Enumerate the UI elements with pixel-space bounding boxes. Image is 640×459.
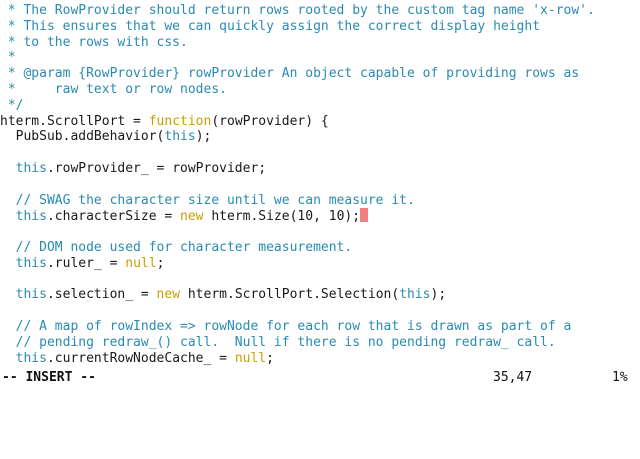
cursor-position: 35,47 bbox=[493, 370, 533, 385]
code-line[interactable]: * @param {RowProvider} rowProvider An ob… bbox=[0, 66, 640, 82]
code-text: hterm.ScrollPort.Selection( bbox=[180, 287, 400, 303]
code-comment: * bbox=[0, 50, 16, 66]
code-text: hterm.ScrollPort = bbox=[0, 113, 149, 129]
code-line[interactable]: // DOM node used for character measureme… bbox=[0, 240, 640, 256]
code-comment: // A map of rowIndex => rowNode for each… bbox=[0, 318, 572, 334]
code-line[interactable] bbox=[0, 177, 640, 193]
code-text: ; bbox=[156, 255, 165, 271]
status-line: -- INSERT -- 35,47 1% bbox=[0, 369, 640, 387]
code-line[interactable]: // SWAG the character size until we can … bbox=[0, 193, 640, 209]
code-line[interactable]: this.characterSize = new hterm.Size(10, … bbox=[0, 208, 640, 224]
code-line[interactable]: this.ruler_ = null; bbox=[0, 256, 640, 272]
code-comment: * raw text or row nodes. bbox=[0, 81, 227, 97]
code-comment: * The RowProvider should return rows roo… bbox=[0, 3, 595, 18]
code-line[interactable] bbox=[0, 145, 640, 161]
code-text: ); bbox=[430, 287, 447, 303]
code-editor[interactable]: * The RowProvider should return rows roo… bbox=[0, 0, 640, 400]
code-line[interactable]: // A map of rowIndex => rowNode for each… bbox=[0, 319, 640, 335]
mode-indicator: -- INSERT -- bbox=[2, 370, 96, 385]
code-line[interactable]: * raw text or row nodes. bbox=[0, 82, 640, 98]
code-this: this bbox=[0, 350, 47, 366]
code-keyword: function bbox=[148, 113, 212, 129]
code-line[interactable]: * This ensures that we can quickly assig… bbox=[0, 19, 640, 35]
code-line[interactable]: this.rowProvider_ = rowProvider; bbox=[0, 161, 640, 177]
code-keyword: null bbox=[125, 255, 157, 271]
code-line[interactable]: PubSub.addBehavior(this); bbox=[0, 129, 640, 145]
code-text: .rowProvider_ = rowProvider; bbox=[46, 160, 267, 176]
code-this: this bbox=[399, 287, 431, 303]
code-line[interactable]: hterm.ScrollPort = function(rowProvider)… bbox=[0, 114, 640, 130]
code-text: .ruler_ = bbox=[46, 255, 126, 271]
code-comment: // pending redraw_() call. Null if there… bbox=[0, 334, 556, 350]
code-comment: * @param {RowProvider} rowProvider An ob… bbox=[0, 66, 580, 82]
code-this: this bbox=[0, 209, 47, 225]
code-comment: */ bbox=[0, 97, 24, 113]
code-text: .selection_ = bbox=[46, 287, 157, 303]
code-line[interactable] bbox=[0, 303, 640, 319]
code-text: .currentRowNodeCache_ = bbox=[46, 350, 235, 366]
text-cursor bbox=[360, 208, 369, 223]
code-this: this bbox=[0, 160, 47, 176]
code-line[interactable] bbox=[0, 272, 640, 288]
code-lines[interactable]: * The RowProvider should return rows roo… bbox=[0, 3, 640, 366]
code-this: this bbox=[0, 255, 47, 271]
code-line[interactable]: this.selection_ = new hterm.ScrollPort.S… bbox=[0, 287, 640, 303]
code-line[interactable]: * to the rows with css. bbox=[0, 35, 640, 51]
code-comment: * This ensures that we can quickly assig… bbox=[0, 18, 541, 34]
code-line[interactable] bbox=[0, 224, 640, 240]
code-line[interactable]: */ bbox=[0, 98, 640, 114]
code-this: this bbox=[164, 129, 196, 145]
code-keyword: new bbox=[180, 209, 204, 225]
code-keyword: new bbox=[156, 287, 181, 303]
code-text: PubSub.addBehavior( bbox=[0, 129, 165, 145]
code-comment: * to the rows with css. bbox=[0, 34, 188, 50]
code-this: this bbox=[0, 287, 47, 303]
scroll-percentage: 1% bbox=[612, 370, 628, 385]
code-comment: // DOM node used for character measureme… bbox=[0, 239, 353, 255]
code-line[interactable]: * The RowProvider should return rows roo… bbox=[0, 3, 640, 19]
code-text: hterm.Size(10, 10); bbox=[203, 209, 361, 225]
code-keyword: null bbox=[234, 350, 267, 366]
code-line[interactable]: this.currentRowNodeCache_ = null; bbox=[0, 351, 640, 367]
code-comment: // SWAG the character size until we can … bbox=[0, 192, 415, 208]
code-text: (rowProvider) { bbox=[211, 113, 329, 129]
code-text: .characterSize = bbox=[46, 209, 181, 225]
code-line[interactable]: // pending redraw_() call. Null if there… bbox=[0, 335, 640, 351]
code-text: ; bbox=[266, 350, 274, 366]
code-text: ); bbox=[195, 129, 212, 145]
code-line[interactable]: * bbox=[0, 50, 640, 66]
